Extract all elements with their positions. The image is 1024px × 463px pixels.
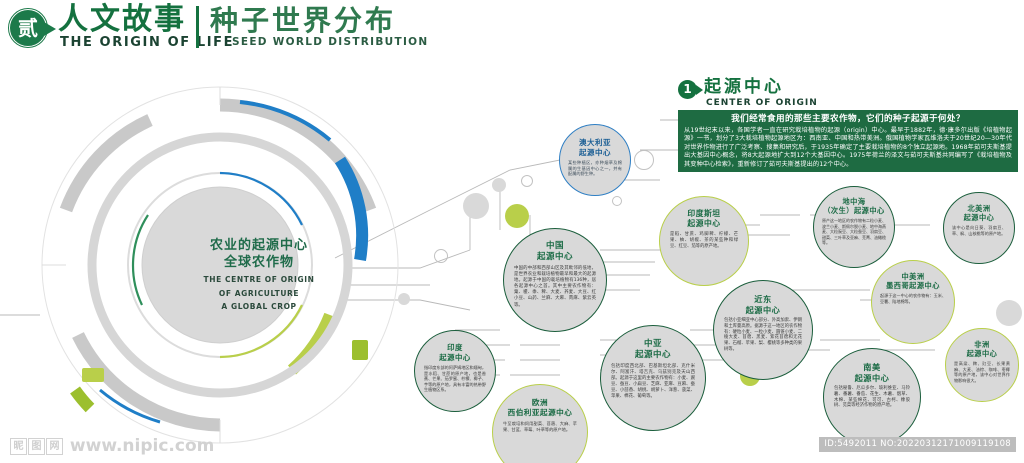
node-dot-5 xyxy=(996,300,1022,326)
brand-title-en: THE ORIGIN OF LIFE xyxy=(60,35,235,50)
node-dot-1 xyxy=(463,193,489,219)
watermark-logo: 昵图网 xyxy=(10,436,70,456)
node-dot-olive-1 xyxy=(505,204,529,228)
bubble-central-asia-desc: 包括印度西北部、巴基斯坦北部、克什米尔、阿富汗、塔吉克、乌兹别克及天山西部。起源… xyxy=(611,364,695,399)
origin-section-title-en: CENTER OF ORIGIN xyxy=(706,98,818,108)
bubble-africa-title: 非洲 起源中心 xyxy=(966,340,998,359)
bubble-south-america-title: 南美 起源中心 xyxy=(854,362,890,383)
center-origin-label: 农业的起源中心 全球农作物 THE CENTRE OF ORIGIN OF AG… xyxy=(183,237,335,349)
center-title-en-line1: THE CENTRE OF ORIGIN xyxy=(203,275,315,284)
image-id-badge: ID:5492011 NO:20220312171009119108 xyxy=(819,437,1016,452)
bubble-south-america-desc: 包括秘鲁、厄瓜多尔、玻利维亚、马铃薯、番薯、番茄、花生、木薯、烟草、木棉、某些棉… xyxy=(834,386,910,409)
watermark-url: www.nipic.com xyxy=(69,436,215,456)
bubble-north-america-title: 北美洲 起源中心 xyxy=(963,204,995,223)
node-dot-4 xyxy=(521,175,533,187)
bubble-near-east-title: 近东 起源中心 xyxy=(745,294,781,315)
origin-section-number: 1 xyxy=(678,80,697,99)
bubble-indostan[interactable]: 印度斯坦 起源中心 是稻、甘蔗、鸡脚稗、柠檬、芒果、柚、胡椒、茶的某些种和绿豆、… xyxy=(659,196,749,286)
accent-block-olive-left xyxy=(82,368,104,382)
bubble-central-asia-title: 中亚 起源中心 xyxy=(634,339,671,360)
logo-speech-tail-icon xyxy=(44,22,56,36)
bubble-china[interactable]: 中国 起源中心 中国的中部和西部山区及其毗邻的低地，是世界农业和栽培植物最早和最… xyxy=(503,228,607,332)
bubble-africa-desc: 是高粱、稗、豇豆、长果黄麻、大麦、油棕、咖啡、枣椰等的原产地，该中心对世界作物影… xyxy=(954,361,1010,383)
bubble-near-east[interactable]: 近东 起源中心 包括小亚细亚中心部分、外高加索、伊朗和土库曼高原。据源于这一地区… xyxy=(713,280,813,380)
bubble-indostan-title: 印度斯坦 起源中心 xyxy=(687,209,721,228)
bubble-europe-siberia[interactable]: 欧洲 西伯利亚起源中心 牛至栽培和饲用甜菜、苜蓿、大麻、苹果、甘蓝、草莓、叶草等… xyxy=(492,384,588,463)
concentric-arc-graphic xyxy=(30,60,430,460)
bubble-africa[interactable]: 非洲 起源中心 是高粱、稗、豇豆、长果黄麻、大麦、油棕、咖啡、枣椰等的原产地，该… xyxy=(945,328,1019,402)
watermark-char-1: 昵 xyxy=(10,437,27,455)
center-title-en-line2: OF AGRICULTURE xyxy=(218,288,300,298)
brand-logo-badge: 贰 xyxy=(6,6,50,50)
watermark-char-3: 网 xyxy=(46,437,63,455)
node-dot-8 xyxy=(612,196,622,206)
origin-panel-body: 从19世纪末以来，各国学者一直在研究栽培植物的起源（origin）中心。最早于1… xyxy=(684,127,1012,168)
bubble-australia[interactable]: 澳大利亚 起源中心 某些种植区，亦种烟草及棉属的生基因中心之一，并有配属的野生种… xyxy=(559,124,631,196)
logo-glyph: 贰 xyxy=(18,16,38,40)
bubble-australia-title: 澳大利亚 起源中心 xyxy=(579,138,611,157)
node-dot-3 xyxy=(634,150,654,170)
bubble-indostan-desc: 是稻、甘蔗、鸡脚稗、柠檬、芒果、柚、胡椒、茶的某些种和绿豆、红豆、茄等的原产地。 xyxy=(670,232,738,249)
origin-panel-question: 我们经常食用的那些主要农作物，它们的种子起源于何处？ xyxy=(731,114,965,124)
watermark: 昵图网 www.nipic.com xyxy=(10,436,214,456)
node-dot-2 xyxy=(492,178,506,192)
origin-description-panel: 我们经常食用的那些主要农作物，它们的种子起源于何处？ 从19世纪末以来，各国学者… xyxy=(678,110,1018,172)
bubble-mediterranean[interactable]: 地中海 （次生）起源中心 原产这一地区的农作物有二粒小麦、波兰小麦、斯佩尔脱小麦… xyxy=(813,186,895,268)
bubble-china-desc: 中国的中部和西部山区及其毗邻的低地，是世界农业和栽培植物最早和最大的起源地。起源… xyxy=(514,266,596,308)
bubble-india-title: 印度 起源中心 xyxy=(439,343,471,362)
bubble-central-america-mexico-title: 中美洲 墨西哥起源中心 xyxy=(886,272,940,291)
bubble-north-america[interactable]: 北美洲 起源中心 该中心是向日葵、羽扇豆、草、枫、山核桃等的原产地。 xyxy=(943,192,1015,264)
center-title-cn-line1: 农业的起源中心 xyxy=(209,238,308,253)
bubble-central-america-mexico[interactable]: 中美洲 墨西哥起源中心 起源于这一中心的农作物有：玉米、豆薯、陆地棉等。 xyxy=(871,260,955,344)
bubble-australia-desc: 某些种植区，亦种烟草及棉属的生基因中心之一，并有配属的野生种。 xyxy=(568,160,622,177)
subject-title-cn: 种子世界分布 xyxy=(210,4,397,37)
bubble-near-east-desc: 包括小亚细亚中心部分、外高加索、伊朗和土库曼高原。据源于这一地区的农作物有：硬粒… xyxy=(724,318,802,352)
bubble-india[interactable]: 印度 起源中心 指印度东部的阿萨姆地区和缅甸，是水稻、甘蔗的原产地，也是香蕉、芒… xyxy=(414,330,496,412)
bubble-india-desc: 指印度东部的阿萨姆地区和缅甸，是水稻、甘蔗的原产地，也是香蕉、芒果、茄罗蜜、柠檬… xyxy=(424,365,486,392)
node-dot-6 xyxy=(398,293,410,305)
bubble-central-asia[interactable]: 中亚 起源中心 包括印度西北部、巴基斯坦北部、克什米尔、阿富汗、塔吉克、乌兹别克… xyxy=(600,325,706,431)
bubble-mediterranean-desc: 原产这一地区的农作物有二粒小麦、波兰小麦、斯佩尔脱小麦、地中海燕麦、大粒豌豆、大… xyxy=(822,218,886,246)
bubble-china-title: 中国 起源中心 xyxy=(536,241,573,262)
bubble-south-america[interactable]: 南美 起源中心 包括秘鲁、厄瓜多尔、玻利维亚、马铃薯、番薯、番茄、花生、木薯、烟… xyxy=(823,348,921,446)
subject-title-en: SEED WORLD DISTRIBUTION xyxy=(232,36,429,48)
bubble-central-america-mexico-desc: 起源于这一中心的农作物有：玉米、豆薯、陆地棉等。 xyxy=(880,293,946,304)
node-dot-7 xyxy=(434,249,448,263)
watermark-char-2: 图 xyxy=(28,437,45,455)
bubble-north-america-desc: 该中心是向日葵、羽扇豆、草、枫、山核桃等的原产地。 xyxy=(952,225,1006,236)
header-divider xyxy=(196,6,199,48)
center-title-en-line3: A GLOBAL CROP xyxy=(221,302,297,311)
origin-number-arrow-icon xyxy=(696,85,703,95)
bubble-europe-siberia-desc: 牛至栽培和饲用甜菜、苜蓿、大麻、苹果、甘蓝、草莓、叶草等的原产地。 xyxy=(503,421,577,432)
bubble-europe-siberia-title: 欧洲 西伯利亚起源中心 xyxy=(507,398,573,417)
brand-title-cn: 人文故事 xyxy=(58,2,186,37)
accent-block-green-right xyxy=(352,340,368,360)
center-title-cn-line2: 全球农作物 xyxy=(223,255,294,270)
page-header: 贰 人文故事 THE ORIGIN OF LIFE 种子世界分布 SEED WO… xyxy=(0,0,1024,56)
origin-section-title-cn: 起源中心 xyxy=(704,77,784,97)
bubble-mediterranean-title: 地中海 （次生）起源中心 xyxy=(823,197,885,216)
